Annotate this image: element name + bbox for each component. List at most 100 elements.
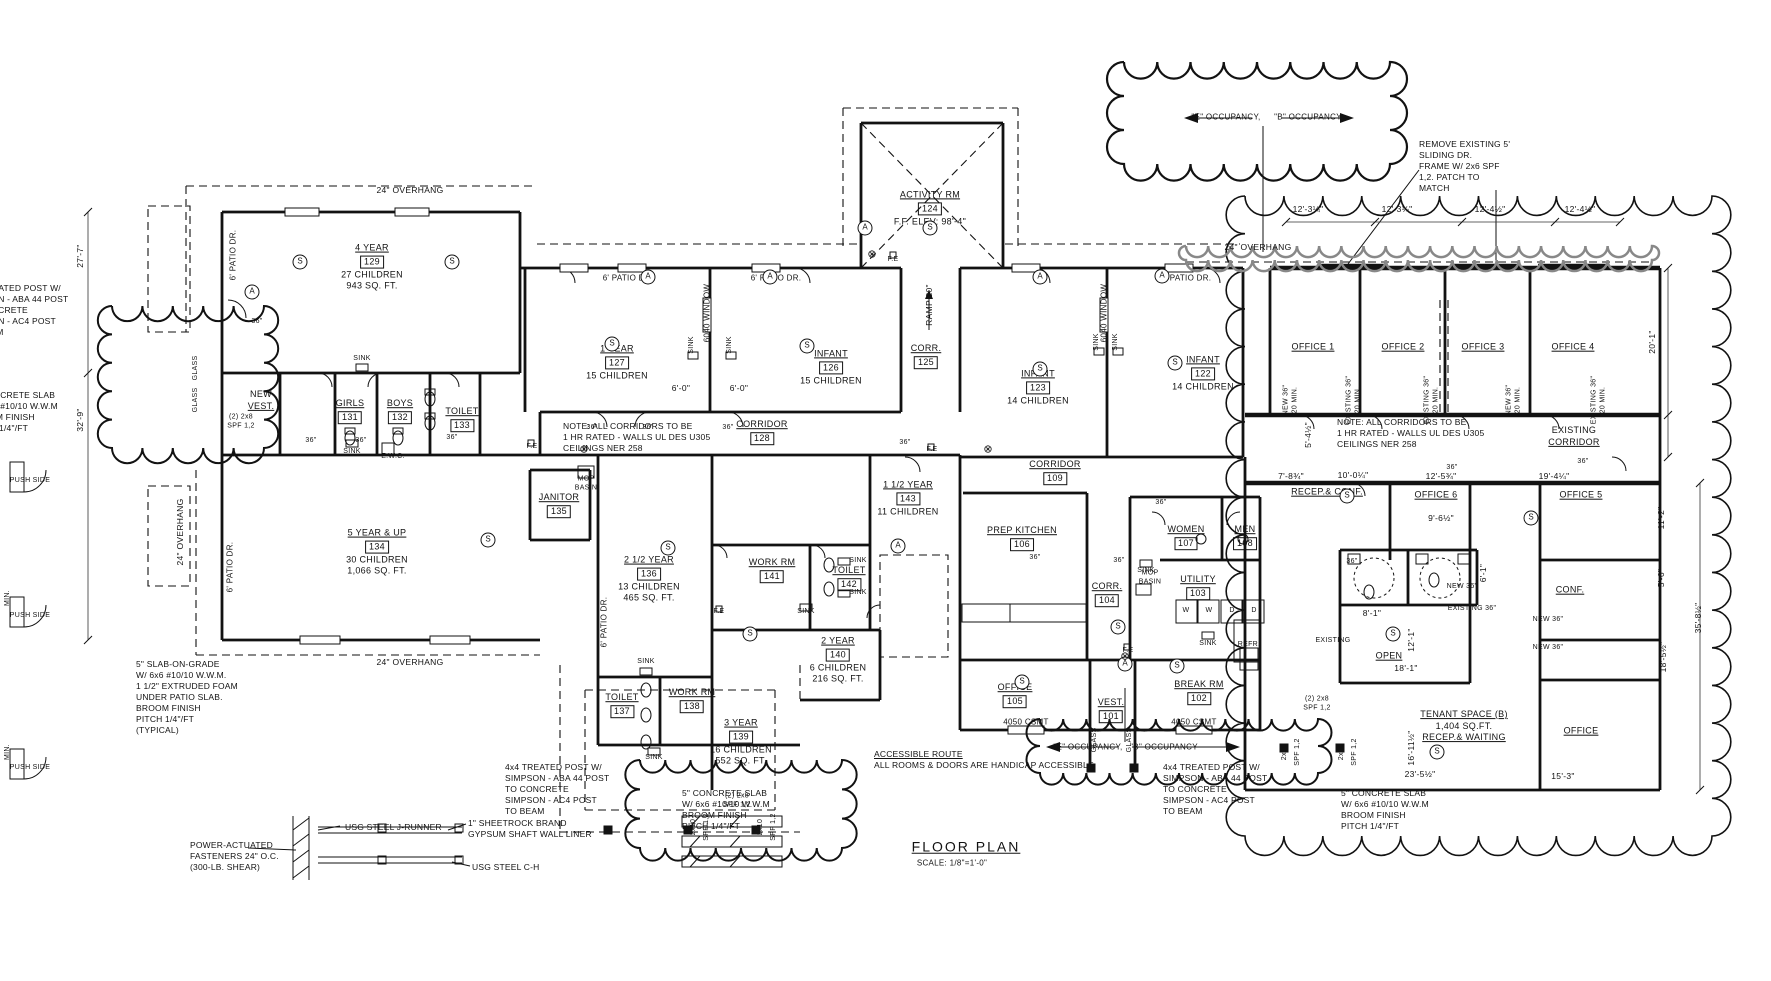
cloud-porch-note	[624, 758, 858, 862]
dim-12-4: 12'-4½"	[1474, 203, 1506, 214]
door-tag-line: NEW 36"	[1505, 384, 1513, 416]
patio-door-label: 6' PATIO DR.	[599, 596, 609, 648]
note-line: POWER-ACTUATED	[190, 840, 273, 850]
smoke-detector-symbol: S	[1169, 658, 1185, 674]
door-36-label: 36"	[899, 438, 911, 446]
dim-23-5: 23'-5½"	[1404, 768, 1436, 779]
note-line: W/ 6x6 #10/10 W.W.M	[682, 799, 770, 810]
dim-10-0: 10'-0¼"	[1337, 469, 1369, 480]
note-line: REMOVE EXISTING 5'	[1419, 139, 1511, 149]
smoke-detector-symbol: S	[1110, 619, 1126, 635]
note-line: UNDER PATIO SLAB.	[136, 692, 223, 703]
room-label-office1: OFFICE 1	[1292, 342, 1335, 353]
exit-light-symbol: ⊗	[579, 443, 589, 456]
room-number: 135	[547, 504, 571, 518]
room-name: CORR.	[910, 343, 942, 354]
sink-label: SINK	[1111, 333, 1119, 351]
note-line: (300-LB. SHEAR)	[190, 862, 261, 873]
note-line: CEILINGS NER 258	[1337, 439, 1417, 450]
note-line: W/ 6x6 #10/10 W.W.M	[1341, 799, 1429, 810]
sink-label: SINK	[1092, 333, 1100, 351]
note-line: FRAME W/ 2x6 SPF	[1419, 161, 1500, 172]
glass-label: GLASS	[191, 355, 199, 381]
room-name: WORK RM	[668, 687, 716, 698]
cloud-new-vestibule	[96, 304, 280, 465]
room-number: 125	[914, 355, 938, 369]
sink-label: SINK	[725, 336, 733, 354]
room-number: 102	[1187, 691, 1211, 705]
room-label-129: 4 YEAR 129 27 CHILDREN 943 SQ. FT.	[341, 243, 403, 292]
post-spf-label: SPF 1,2	[1293, 738, 1301, 766]
min-dimension-label: MIN.	[3, 744, 11, 760]
dim-20-1: 20'-1"	[1646, 330, 1657, 354]
dim-7-8: 7'-8¾"	[1278, 470, 1304, 481]
note-line: BROOM FINISH	[0, 412, 35, 423]
room-number: 137	[610, 704, 634, 718]
room-number: 126	[819, 361, 843, 374]
room-number: 123	[1026, 381, 1050, 394]
smoke-detector-symbol: S	[660, 540, 676, 556]
room-name: OFFICE 1	[1291, 341, 1335, 352]
note-line: PITCH 1/4"/FT	[1341, 821, 1400, 832]
room-info: 14 CHILDREN	[1007, 395, 1069, 405]
room-name: RECEP.& CONF.	[1291, 486, 1363, 497]
room-label-101: VEST.101	[1098, 697, 1125, 723]
leader-lines	[247, 117, 1497, 880]
room-name: INFANT	[814, 348, 848, 359]
room-label-office-small: OFFICE	[1564, 726, 1599, 737]
room-number: 105	[1003, 694, 1027, 708]
note-corridor-rating-right: NOTE: ALL CORRIDORS TO BE 1 HR RATED - W…	[1337, 417, 1484, 450]
glass-label: GLASS	[191, 387, 199, 413]
room-name: VEST.	[1097, 697, 1125, 708]
dryer-label: D	[1229, 606, 1235, 614]
cloud-overhang-gray	[1177, 244, 1661, 273]
note-line: (TYPICAL)	[136, 725, 179, 736]
smoke-detector-symbol: S	[1339, 488, 1355, 504]
room-name: PREP KITCHEN	[987, 525, 1057, 536]
room-name: OFFICE 3	[1461, 341, 1505, 352]
smoke-detector-symbol: S	[604, 336, 620, 352]
note-line: SPF 1,2	[723, 801, 751, 809]
dim-19-4: 19'-4¼"	[1538, 470, 1570, 481]
room-number: 132	[388, 410, 412, 424]
mop-line: MOP	[577, 475, 595, 483]
note-line: MATCH	[1419, 183, 1450, 194]
room-info: RECEP.& WAITING	[1422, 732, 1506, 743]
room-info: 465 SQ. FT.	[623, 592, 675, 603]
room-number: 107	[1174, 536, 1198, 550]
room-number: 141	[760, 569, 784, 583]
room-name: CORRIDOR	[1548, 436, 1600, 447]
room-info: 552 SQ. FT.	[715, 755, 767, 766]
note-line: 5" CONCRETE SLAB	[682, 788, 768, 798]
door-tag-new: NEW 36"	[1446, 582, 1478, 590]
keynote-a-symbol: A	[890, 538, 906, 554]
room-number: 139	[729, 730, 753, 744]
sink-label: SINK	[353, 354, 371, 362]
note-line: 1 HR RATED - WALLS UL DES U305	[1337, 428, 1485, 439]
door-tag-line: 20 MIN.	[1514, 386, 1522, 414]
keynote-a-symbol: A	[762, 269, 778, 285]
dim-overhang: 24" OVERHANG	[376, 184, 444, 195]
room-name: WOMEN	[1167, 524, 1205, 535]
door-36-label: 36"	[642, 423, 654, 431]
room-label-104: CORR.104	[1092, 581, 1123, 607]
min-dimension-label: MIN.	[3, 590, 11, 606]
door-tag-existing: EXISTING 36"20 MIN.	[1345, 376, 1363, 425]
room-label-office2: OFFICE 2	[1382, 342, 1425, 353]
room-label-conf: CONF.	[1556, 585, 1585, 596]
note-treated-post-left-clipped: 4x4 TREATED POST W/ SIMPSON - ABA 44 POS…	[0, 283, 68, 338]
room-info: 16 CHILDREN	[710, 744, 772, 755]
note-line: 5" SLAB-ON-GRADE	[136, 659, 220, 669]
post-2x10-label: 2x10	[756, 818, 764, 836]
washer-label: W	[1182, 606, 1190, 614]
door-tag-existing: EXISTING 36"	[1447, 604, 1497, 612]
note-line: 4x4 TREATED POST W/	[1163, 762, 1260, 772]
patio-door-label: 6' PATIO DR.	[228, 229, 238, 281]
